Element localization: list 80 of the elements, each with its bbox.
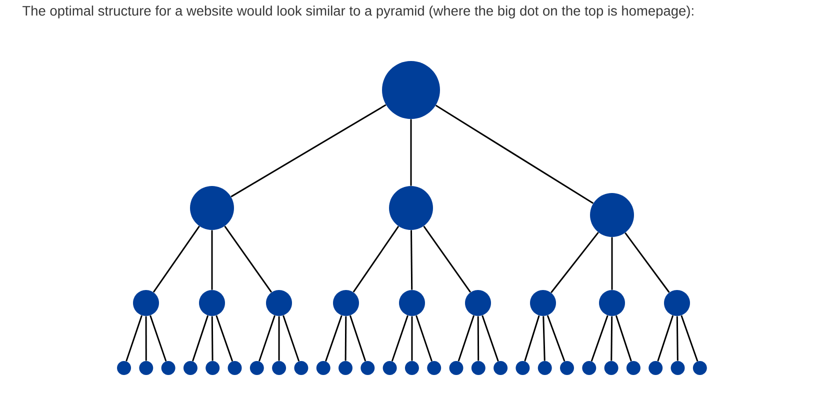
connector-line [546,315,566,362]
medium-dot [389,186,433,230]
tiny-dot [338,361,352,375]
connector-line [542,316,546,361]
small-dot [199,290,225,316]
tiny-dot [516,361,530,375]
connector-line [680,315,698,362]
connector-line [610,316,613,361]
small-dot [133,290,159,316]
connector-line [477,316,480,361]
connector-line [590,315,608,362]
small-dot [333,290,359,316]
tiny-dot [206,361,220,375]
connector-line [611,237,613,290]
connector-line [657,315,674,362]
connector-line [550,232,599,294]
tiny-dot [161,361,176,375]
tiny-dot [449,361,464,375]
connector-line [416,315,432,362]
connector-line [126,315,142,362]
tiny-dot [117,361,131,375]
connector-line [211,230,213,290]
small-dot [465,290,491,316]
connector-line [676,316,678,361]
connector-line [411,316,413,361]
tiny-dot [670,361,685,375]
tiny-dot [139,361,154,375]
tiny-dot [471,361,486,375]
tiny-dot [272,361,286,375]
large-dot [382,61,440,119]
tiny-dot [360,361,375,375]
connector-line [410,230,413,290]
tiny-dot [494,361,508,375]
connector-line [624,232,670,293]
small-dot [664,290,690,316]
tiny-dot [692,361,707,375]
connector-line [192,315,209,362]
tiny-dot [250,361,264,375]
connector-line [211,316,214,361]
tiny-dot [183,361,198,375]
connector-line [524,315,540,362]
medium-dot [190,186,234,230]
connector-line [423,226,472,293]
connector-line [410,119,412,186]
connector-line [278,316,280,361]
connector-line [216,315,234,362]
small-dot [530,290,556,316]
connector-line [458,315,475,362]
connector-line [150,315,167,362]
connector-line [344,316,347,361]
connector-line [482,315,499,362]
tiny-dot [294,361,308,375]
title: The optimal structure for a website would look similar to a pyramid (where the big dot on the top is homepage): [22,6,694,18]
tiny-dot [538,361,552,375]
tiny-dot [382,361,397,375]
tiny-dot [427,361,442,375]
connector-line [152,226,200,293]
tiny-dot [404,361,419,375]
medium-dot [590,193,634,237]
connector-line [282,315,300,362]
tiny-dot [626,361,640,375]
tiny-dot [648,361,663,375]
small-dot [266,290,292,316]
connector-line [435,104,594,204]
connector-line [615,315,632,362]
tiny-dot [560,361,574,375]
connector-line [230,104,386,198]
connector-line [349,315,366,362]
small-dot [599,290,625,316]
connector-line [145,316,147,361]
connector-line [325,315,342,362]
small-dot [399,290,425,316]
connector-line [391,315,408,362]
tiny-dot [228,361,242,375]
tiny-dot [316,361,330,375]
connector-line [224,226,272,293]
tiny-dot [604,361,618,375]
connector-line [258,315,276,362]
connector-line [352,226,400,293]
tiny-dot [582,361,596,375]
